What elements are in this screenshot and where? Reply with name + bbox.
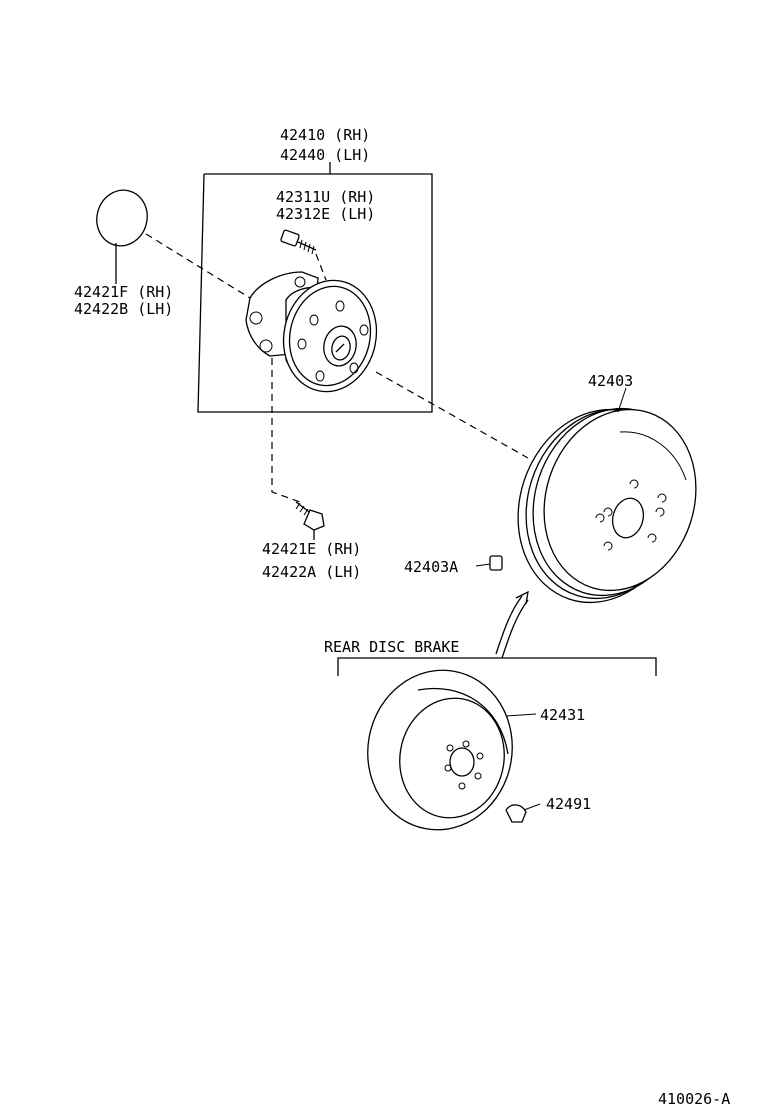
hub-assembly-box (197, 162, 433, 413)
assembly-lines (145, 233, 529, 503)
grease-cap[interactable] (91, 184, 154, 284)
label-cap-rh: 42421F (RH) (74, 283, 173, 301)
label-disc: 42431 (540, 706, 585, 724)
hub-bolt[interactable] (280, 229, 317, 255)
disc-rotor[interactable] (355, 659, 537, 842)
label-bolt-lh: 42422A (LH) (262, 563, 361, 581)
label-drum: 42403 (588, 372, 633, 390)
rear-disc-brake-bracket (337, 590, 657, 676)
hub-bearing-assembly[interactable] (245, 271, 387, 401)
label-cap-lh: 42422B (LH) (74, 300, 173, 318)
label-stud-lh: 42312E (LH) (276, 205, 375, 223)
figure-code: 410026-A (658, 1090, 730, 1108)
clip[interactable] (505, 803, 541, 823)
label-rear-disc-brake: REAR DISC BRAKE (324, 638, 459, 656)
label-clip: 42491 (546, 795, 591, 813)
label-stud-rh: 42311U (RH) (276, 188, 375, 206)
label-plug: 42403A (404, 558, 458, 576)
label-hub-lh: 42440 (LH) (280, 146, 370, 164)
label-bolt-rh: 42421E (RH) (262, 540, 361, 558)
brake-drum[interactable] (494, 387, 719, 624)
hole-plug[interactable] (475, 555, 503, 571)
label-hub-rh: 42410 (RH) (280, 126, 370, 144)
mounting-bolt[interactable] (295, 501, 325, 540)
